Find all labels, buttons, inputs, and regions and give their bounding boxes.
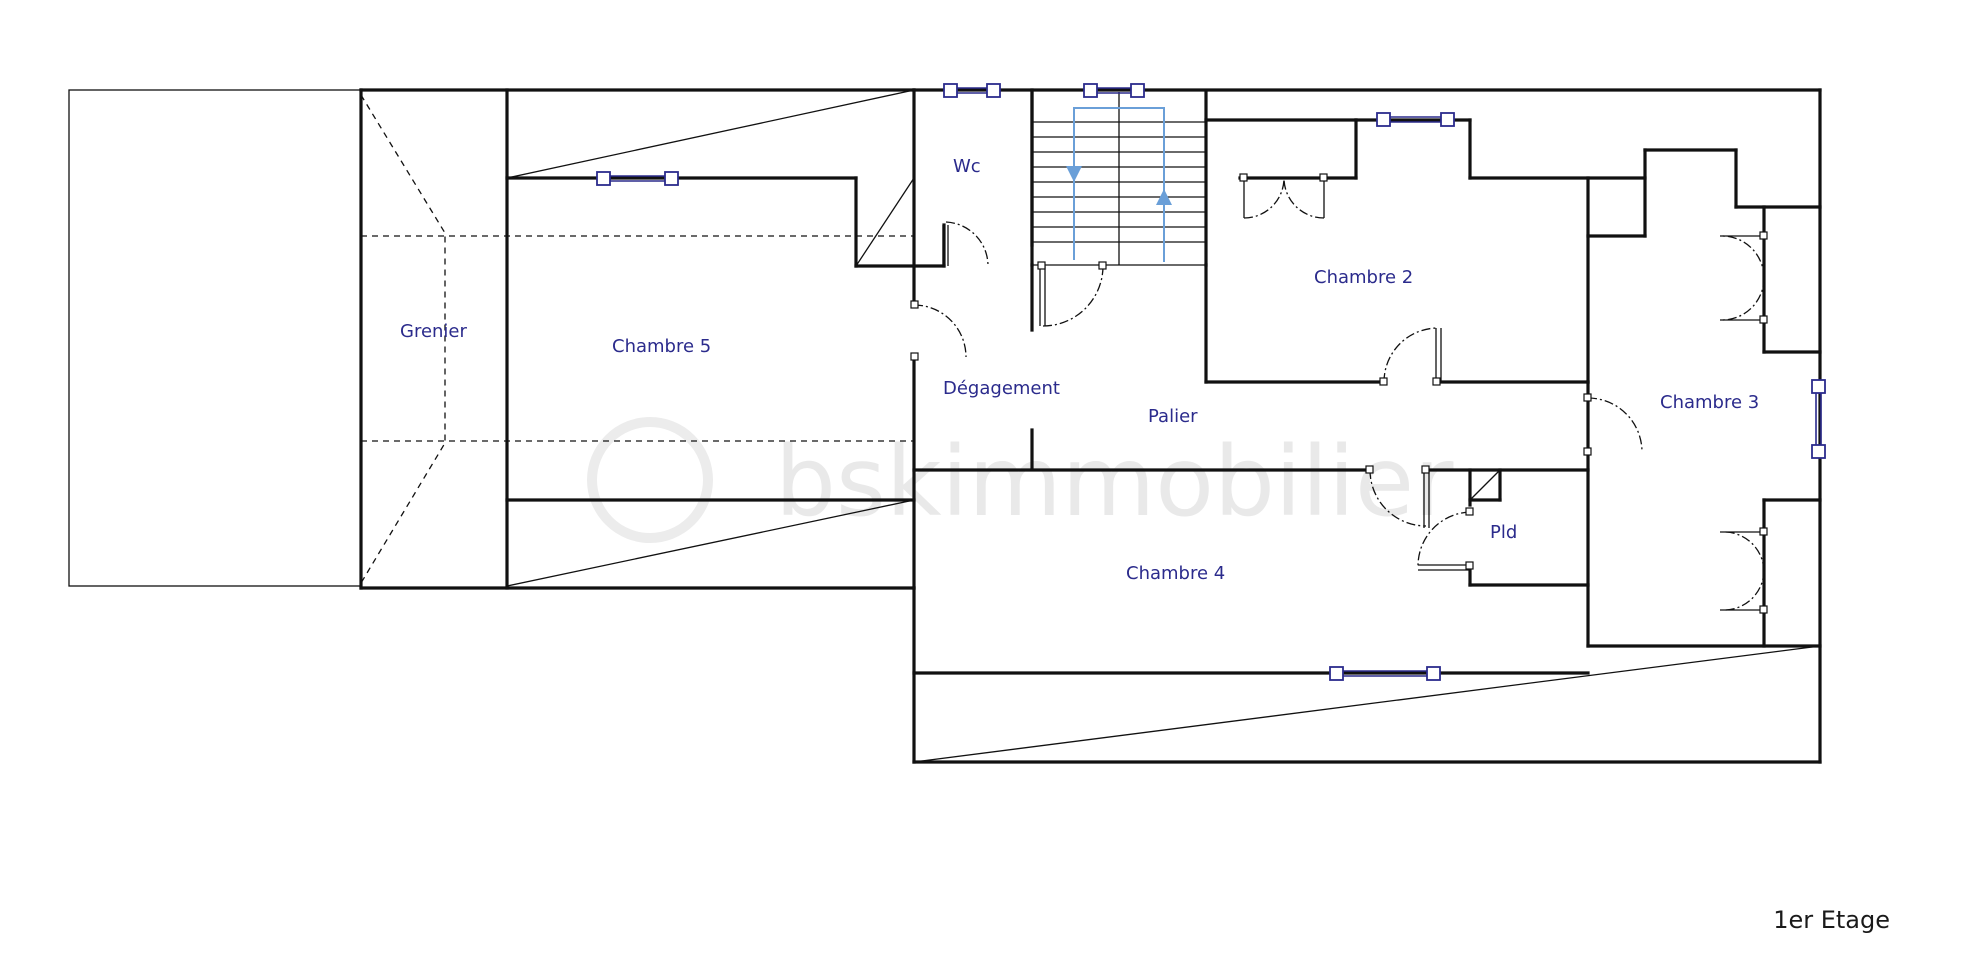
- annex-outline: [68, 89, 362, 587]
- doors: [910, 173, 1768, 614]
- watermark-text: bskimmobilier: [775, 426, 1454, 538]
- stair-treads: [1032, 121, 1206, 243]
- door-chambre4: [1365, 465, 1430, 528]
- door-wc: [942, 221, 989, 267]
- door-chambre2-closet: [1239, 173, 1328, 219]
- level-label: 1er Etage: [1773, 906, 1890, 934]
- room-label-degagement: Dégagement: [943, 378, 1060, 399]
- door-chambre3-closet-bottom: [1720, 527, 1768, 614]
- window-stairs: [1083, 83, 1145, 98]
- window-chambre2: [1376, 112, 1455, 127]
- room-label-chambre5: Chambre 5: [612, 336, 711, 357]
- window-wc: [943, 83, 1001, 98]
- stair-arrow-down-icon: [1066, 166, 1082, 182]
- stair-arrow: [1073, 107, 1165, 262]
- watermark: bskimmobilier: [587, 417, 1454, 543]
- window-chambre5: [596, 171, 679, 186]
- room-label-grenier: Grenier: [400, 321, 468, 342]
- room-label-wc: Wc: [953, 156, 981, 177]
- room-label-palier: Palier: [1148, 406, 1198, 427]
- room-label-chambre4: Chambre 4: [1126, 563, 1225, 584]
- door-chambre3: [1583, 393, 1643, 456]
- room-labels: Grenier Chambre 5 Wc Dégagement Palier C…: [400, 156, 1759, 584]
- room-label-chambre2: Chambre 2: [1314, 267, 1413, 288]
- door-stairs: [1037, 261, 1107, 327]
- door-pld: [1417, 507, 1474, 571]
- west-wing: [359, 88, 946, 590]
- door-chambre5: [910, 300, 967, 361]
- room-label-pld: Pld: [1490, 522, 1517, 543]
- room-label-chambre3: Chambre 3: [1660, 392, 1759, 413]
- door-chambre3-closet-top: [1720, 231, 1768, 324]
- window-chambre4: [1329, 666, 1441, 681]
- window-chambre3: [1811, 379, 1826, 459]
- door-chambre2: [1379, 327, 1442, 386]
- stair-arrow-up-icon: [1156, 189, 1172, 205]
- staircase: [1030, 90, 1208, 267]
